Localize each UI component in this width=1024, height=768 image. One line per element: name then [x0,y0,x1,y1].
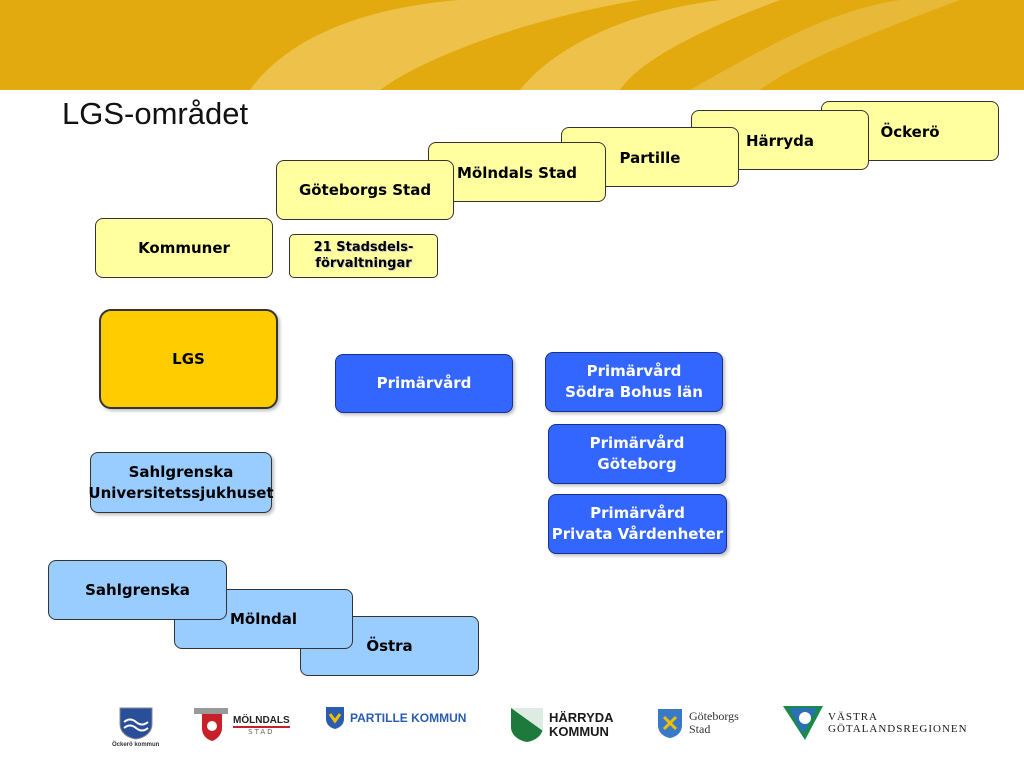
box-stadsdelsforvaltningar: 21 Stadsdels- förvaltningar [289,234,438,278]
header-banner [0,0,1024,90]
vgr-symbol-icon [783,706,823,740]
ockero-shield-icon [119,707,153,740]
box-primarvard-sodra-bohus: Primärvård Södra Bohus län [545,352,723,412]
box-sahlgrenska-universitetssjukhuset: Sahlgrenska Universitetssjukhuset [88,452,274,513]
logo-harryda: HÄRRYDA KOMMUN [510,707,614,743]
box-lgs: LGS [99,309,278,409]
logo-vgr-text-1: VÄSTRA [828,711,879,723]
logo-partille: PARTILLE KOMMUN [325,706,466,730]
logo-goteborg-text-1: Göteborgs [689,709,739,723]
logo-ockero-text: Öckerö kommun [112,742,160,748]
logo-molndal-sub: STAD [248,727,275,736]
molndal-shield-icon [194,708,228,741]
logo-harryda-text-1: HÄRRYDA [549,710,614,725]
logo-molndal-text: MÖLNDALS [233,714,290,728]
logo-harryda-text-2: KOMMUN [549,724,609,739]
logo-vgr: VÄSTRA GÖTALANDSREGIONEN [783,704,968,742]
box-sahlgrenska: Sahlgrenska [48,560,227,620]
goteborg-lion-icon [658,709,682,738]
logo-partille-text: PARTILLE KOMMUN [350,711,467,725]
box-primarvard: Primärvård [335,354,513,413]
banner-decoration [250,0,960,90]
logo-vgr-text-2: GÖTALANDSREGIONEN [828,723,968,735]
partille-shield-icon [326,707,344,729]
page-title: LGS-området [62,96,249,131]
logo-goteborg: Göteborgs Stad [656,707,739,739]
box-primarvard-privata: Primärvård Privata Vårdenheter [548,494,727,554]
logo-goteborg-text-2: Stad [689,722,711,736]
box-kommuner: Kommuner [95,218,273,278]
box-goteborgs-stad: Göteborgs Stad [276,160,454,220]
box-molndals-stad: Mölndals Stad [428,142,606,202]
harryda-shield-icon [511,708,543,742]
box-primarvard-goteborg: Primärvård Göteborg [548,424,726,484]
logo-molndal: MÖLNDALS STAD [194,708,290,742]
logo-ockero: Öckerö kommun [112,706,159,748]
